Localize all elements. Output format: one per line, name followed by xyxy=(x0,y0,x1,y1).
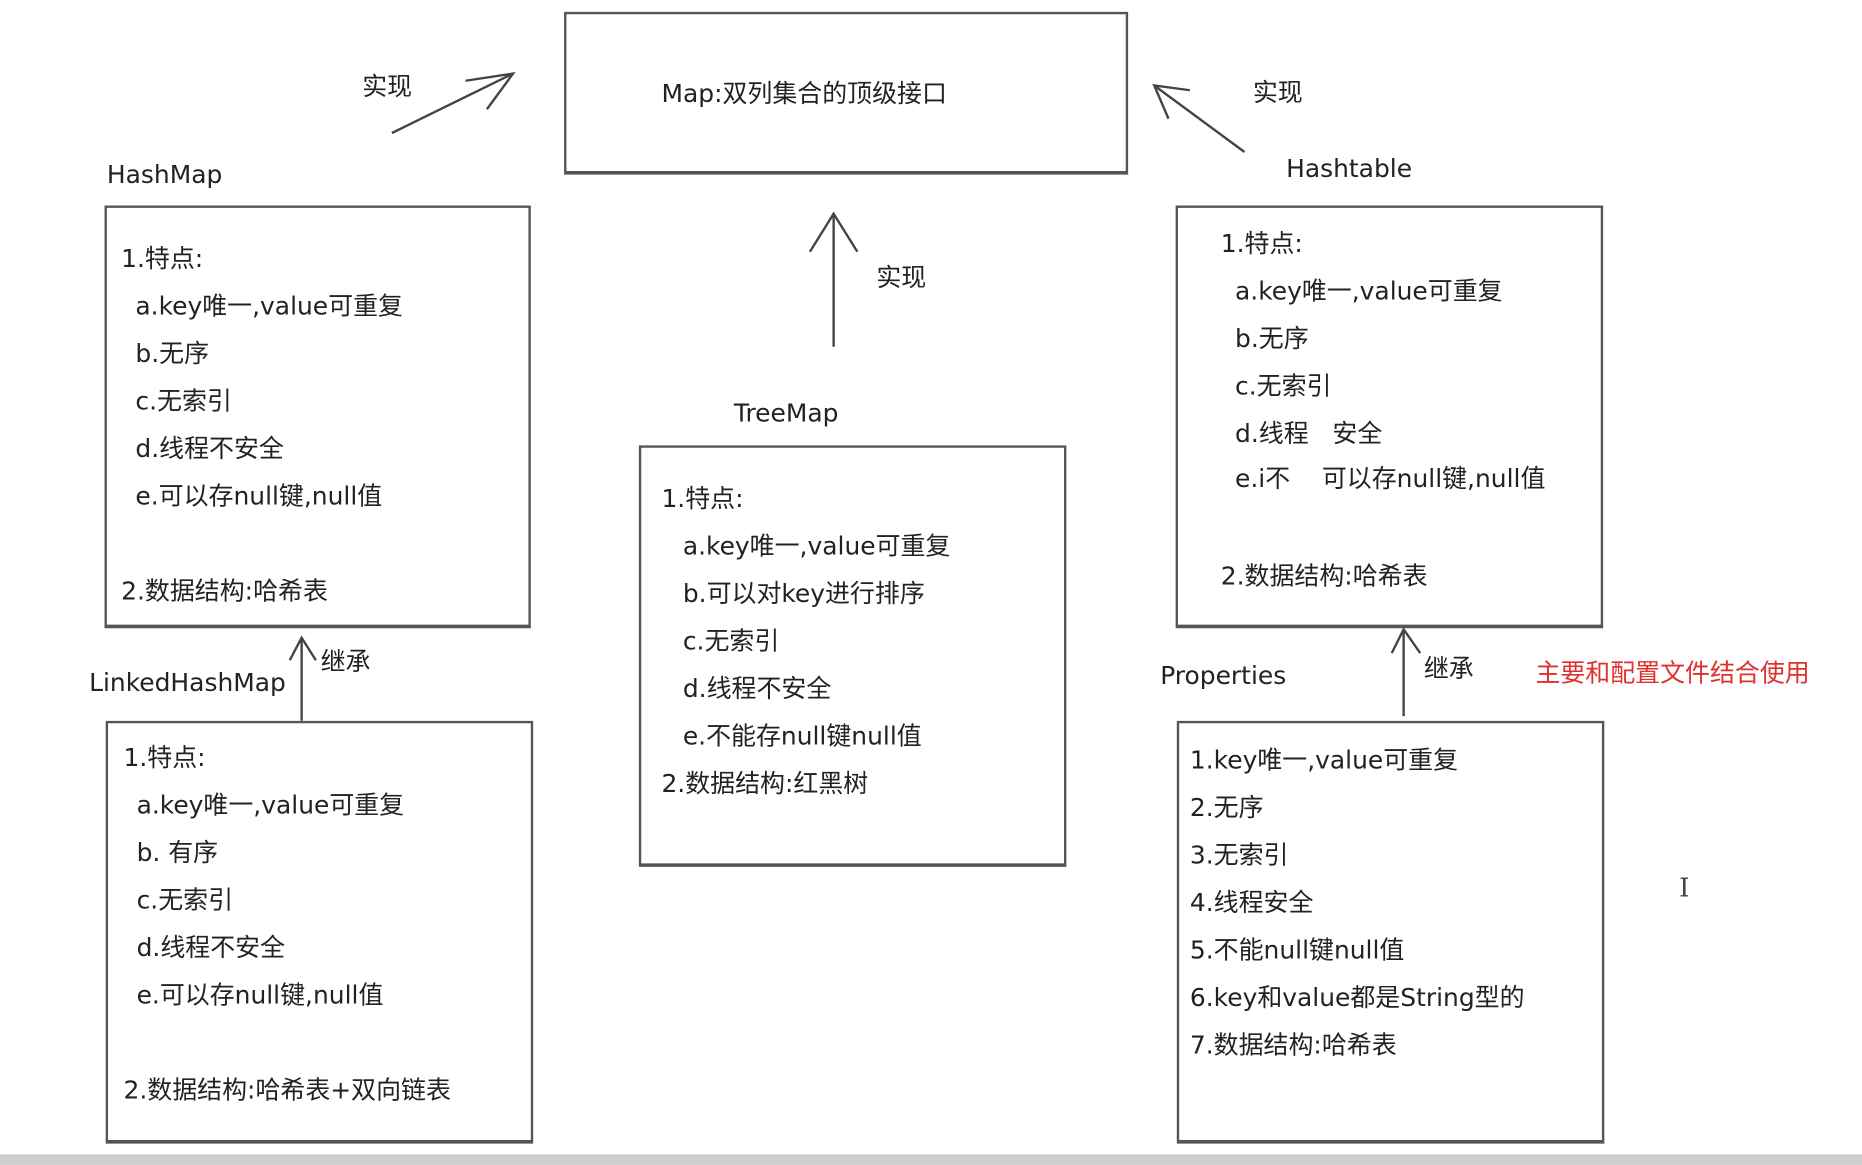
implements-arrow-hashmap xyxy=(391,72,516,135)
linkedhashmap-line: e.可以存null键,null值 xyxy=(136,980,384,1010)
hashmap-label: HashMap xyxy=(106,160,223,189)
linkedhashmap-line: 1.特点: xyxy=(123,743,206,772)
treemap-box xyxy=(638,445,1067,867)
inherits-label-right: 继承 xyxy=(1423,654,1474,683)
linkedhashmap-box xyxy=(105,720,534,1144)
hashmap-line: 1.特点: xyxy=(121,244,204,274)
linkedhashmap-line: c.无索引 xyxy=(136,885,234,915)
linkedhashmap-line: b. 有序 xyxy=(136,838,219,867)
properties-line: 1.key唯一,value可重复 xyxy=(1189,745,1459,775)
treemap-label: TreeMap xyxy=(733,399,839,428)
properties-note: 主要和配置文件结合使用 xyxy=(1535,659,1810,688)
treemap-line: c.无索引 xyxy=(682,627,780,656)
inherits-label-left: 继承 xyxy=(320,647,371,676)
properties-line: 6.key和value都是String型的 xyxy=(1189,983,1525,1012)
treemap-line: e.不能存null键null值 xyxy=(682,722,922,751)
properties-line: 3.无索引 xyxy=(1189,840,1289,870)
treemap-line: a.key唯一,value可重复 xyxy=(682,532,951,561)
properties-line: 2.无序 xyxy=(1189,793,1264,822)
hashmap-line: 2.数据结构:哈希表 xyxy=(121,577,328,606)
hashtable-line: e.i不 可以存null键,null值 xyxy=(1235,464,1546,493)
hashtable-label: Hashtable xyxy=(1286,154,1413,183)
linkedhashmap-line: 2.数据结构:哈希表+双向链表 xyxy=(123,1075,451,1105)
hashmap-line: e.可以存null键,null值 xyxy=(135,482,383,511)
bottom-scrollbar[interactable] xyxy=(0,1154,1862,1165)
properties-line: 4.线程安全 xyxy=(1189,888,1314,917)
hashtable-box xyxy=(1175,205,1604,629)
properties-label: Properties xyxy=(1160,661,1287,690)
hashmap-line: d.线程不安全 xyxy=(135,434,284,464)
implements-label-center: 实现 xyxy=(876,263,927,293)
hashtable-line: 1.特点: xyxy=(1220,229,1303,258)
implements-label-left: 实现 xyxy=(362,72,413,101)
hashmap-line: a.key唯一,value可重复 xyxy=(135,292,403,321)
hashmap-line: b.无序 xyxy=(135,339,210,369)
hashtable-line: 2.数据结构:哈希表 xyxy=(1220,561,1428,591)
linkedhashmap-label: LinkedHashMap xyxy=(89,668,286,698)
properties-box xyxy=(1176,720,1605,1144)
implements-label-right: 实现 xyxy=(1252,78,1303,107)
properties-line: 7.数据结构:哈希表 xyxy=(1189,1030,1397,1060)
hashtable-line: d.线程 安全 xyxy=(1235,419,1383,448)
hashtable-line: a.key唯一,value可重复 xyxy=(1235,276,1503,306)
linkedhashmap-line: d.线程不安全 xyxy=(136,933,286,962)
treemap-line: d.线程不安全 xyxy=(682,674,832,704)
treemap-line: 1.特点: xyxy=(661,484,744,514)
text-cursor-icon: I xyxy=(1679,874,1690,904)
hashtable-line: c.无索引 xyxy=(1235,371,1332,401)
hashmap-line: c.无索引 xyxy=(135,387,232,416)
implements-arrow-treemap xyxy=(808,211,859,347)
hashmap-box xyxy=(104,205,531,629)
properties-line: 5.不能null键null值 xyxy=(1189,935,1405,965)
map-box xyxy=(564,11,1129,175)
implements-arrow-hashtable xyxy=(1152,84,1246,153)
linkedhashmap-line: a.key唯一,value可重复 xyxy=(136,790,405,820)
treemap-line: b.可以对key进行排序 xyxy=(682,579,925,609)
treemap-line: 2.数据结构:红黑树 xyxy=(661,769,869,799)
hashtable-line: b.无序 xyxy=(1235,324,1309,353)
inherits-arrow-properties xyxy=(1390,627,1422,717)
map-title: Map:双列集合的顶级接口 xyxy=(661,79,947,109)
inherits-arrow-linkedhashmap xyxy=(288,635,317,721)
